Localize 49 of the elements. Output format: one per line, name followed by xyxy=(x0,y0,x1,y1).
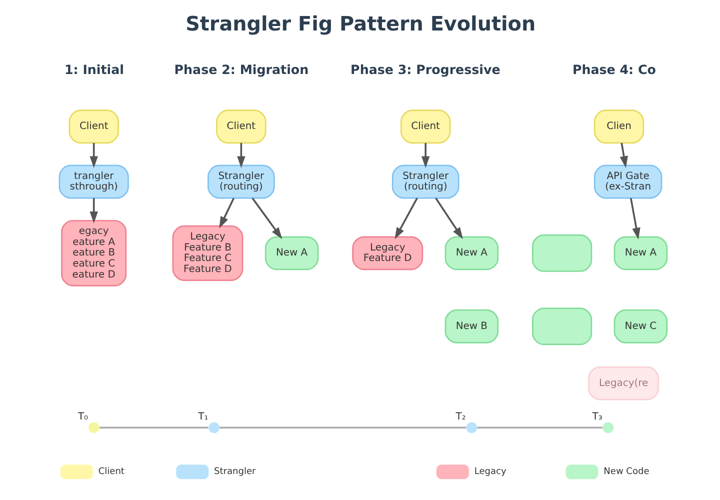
node-label: T₂ xyxy=(455,411,466,422)
node-box xyxy=(532,308,592,346)
node-circle xyxy=(466,422,477,434)
node-label: T₀ xyxy=(77,411,88,422)
node-box: egacy eature A eature B eature C eature D xyxy=(60,220,126,286)
node-box: New A xyxy=(613,236,668,270)
node-circle xyxy=(208,422,219,434)
node-box: trangler sthrough) xyxy=(58,164,128,199)
connector xyxy=(219,426,466,429)
node-box: Legacy Feature D xyxy=(352,236,423,270)
node-box: New A xyxy=(444,236,498,270)
node-box: Client xyxy=(216,110,266,144)
legend-label: Client xyxy=(98,467,124,478)
arrow xyxy=(89,198,98,224)
connector xyxy=(98,426,208,429)
connector xyxy=(476,426,602,429)
node-box: New C xyxy=(613,309,668,344)
node-box xyxy=(532,234,592,272)
legend-label: Legacy xyxy=(474,467,506,478)
arrow xyxy=(619,142,628,168)
label: Phase 4: Co xyxy=(572,62,656,77)
arrow xyxy=(394,198,418,240)
legend-label: Strangler xyxy=(214,467,256,478)
arrow xyxy=(434,198,462,240)
arrow xyxy=(420,142,430,168)
node-box: Client xyxy=(400,110,450,144)
node-box: Client xyxy=(68,110,118,144)
label: 1: Initial xyxy=(64,62,124,77)
node-box: Legacy(re xyxy=(588,366,659,400)
node-box: New B xyxy=(444,309,498,344)
arrow xyxy=(251,198,282,240)
node-circle xyxy=(602,422,614,434)
diagram-title: Strangler Fig Pattern Evolution xyxy=(185,12,536,36)
node-label: T₁ xyxy=(198,411,208,422)
label: Phase 3: Progressive xyxy=(350,62,500,77)
node-box: Strangler (routing) xyxy=(207,164,274,199)
arrow xyxy=(236,142,245,168)
legend-label: New Code xyxy=(603,467,649,478)
arrow xyxy=(89,142,98,168)
node-box: Strangler (routing) xyxy=(391,164,459,199)
node-circle xyxy=(88,422,99,434)
node-box: New A xyxy=(264,236,318,270)
node-box: API Gate (ex-Stran xyxy=(593,164,662,199)
node-label: T₃ xyxy=(592,411,602,422)
node-box: Legacy Feature B Feature C Feature D xyxy=(172,225,243,281)
node-box: Clien xyxy=(593,110,644,144)
label: Phase 2: Migration xyxy=(174,62,308,77)
arrow xyxy=(218,198,234,228)
arrow xyxy=(629,198,640,240)
